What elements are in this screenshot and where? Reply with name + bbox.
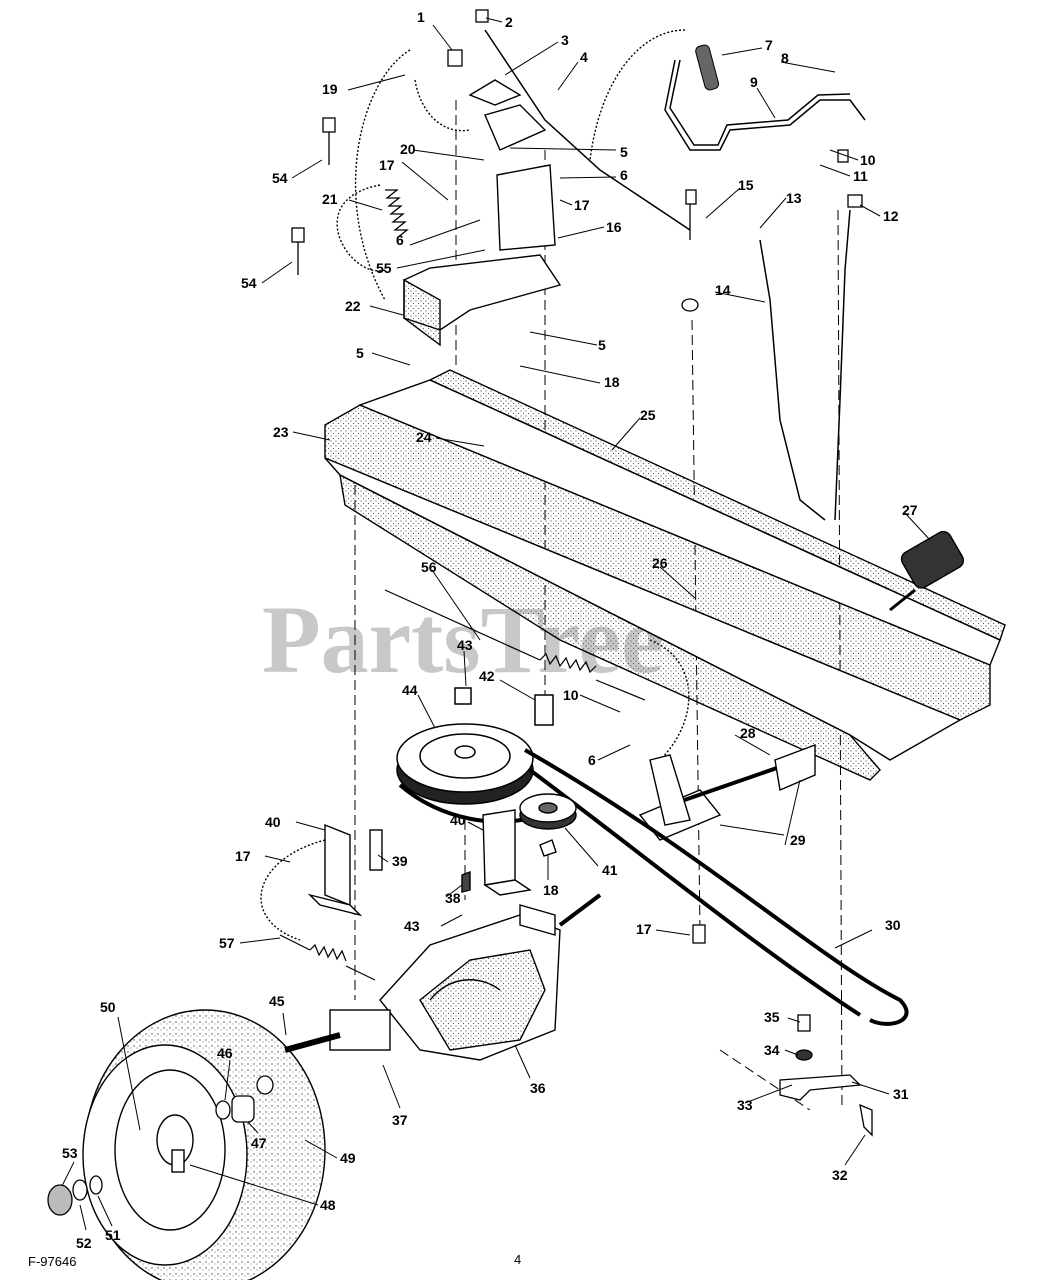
- callout-22: 22: [345, 298, 361, 314]
- callout-55: 55: [376, 260, 392, 276]
- callout-2: 2: [505, 14, 513, 30]
- callout-52: 52: [76, 1235, 92, 1251]
- callout-56: 56: [421, 559, 437, 575]
- callout-11: 11: [853, 168, 868, 184]
- page-number: 4: [514, 1252, 522, 1267]
- callout-6a: 6: [620, 167, 628, 183]
- callout-43b: 43: [404, 918, 420, 934]
- hub-hardware: [47, 1075, 274, 1216]
- callout-5c: 5: [356, 345, 364, 361]
- callout-43a: 43: [457, 637, 473, 653]
- callout-20: 20: [400, 141, 416, 157]
- pedal: [889, 530, 965, 612]
- rear-wheel: [82, 1009, 326, 1280]
- callout-46: 46: [217, 1045, 233, 1061]
- callout-24: 24: [416, 429, 432, 445]
- callout-34: 34: [764, 1042, 780, 1058]
- callout-30: 30: [885, 917, 901, 933]
- callout-1: 1: [417, 9, 425, 25]
- callout-26: 26: [652, 555, 668, 571]
- spring-56: [384, 589, 646, 701]
- callout-29: 29: [790, 832, 806, 848]
- callout-28: 28: [740, 725, 756, 741]
- callout-25: 25: [640, 407, 656, 423]
- transaxle: [284, 893, 602, 1061]
- callout-49: 49: [340, 1150, 356, 1166]
- callout-35: 35: [764, 1009, 780, 1025]
- callout-37: 37: [392, 1112, 408, 1128]
- callout-18a: 18: [604, 374, 620, 390]
- callout-13: 13: [786, 190, 802, 206]
- callout-4: 4: [580, 49, 588, 65]
- callout-48: 48: [320, 1197, 336, 1213]
- leader-lines: [61, 17, 931, 1231]
- callout-10a: 10: [860, 152, 876, 168]
- callout-38: 38: [445, 890, 461, 906]
- brake-linkage: [638, 743, 816, 841]
- callout-5a: 5: [620, 144, 628, 160]
- callout-40a: 40: [265, 814, 281, 830]
- callout-10b: 10: [563, 687, 579, 703]
- drive-pulley: [396, 687, 554, 805]
- callout-9: 9: [750, 74, 758, 90]
- callout-39: 39: [392, 853, 408, 869]
- callout-45: 45: [269, 993, 285, 1009]
- callout-54a: 54: [272, 170, 288, 186]
- callout-18b: 18: [543, 882, 559, 898]
- callout-44: 44: [402, 682, 418, 698]
- callout-17d: 17: [636, 921, 652, 937]
- callout-17c: 17: [235, 848, 251, 864]
- callout-31: 31: [893, 1086, 909, 1102]
- callout-42: 42: [479, 668, 495, 684]
- callout-50: 50: [100, 999, 116, 1015]
- idler-brackets: [307, 809, 532, 917]
- callout-54b: 54: [241, 275, 257, 291]
- callout-32: 32: [832, 1167, 848, 1183]
- callout-6b: 6: [396, 232, 404, 248]
- callout-17a: 17: [379, 157, 395, 173]
- upper-hardware: [291, 9, 863, 312]
- callout-33: 33: [737, 1097, 753, 1113]
- figure-code: F-97646: [28, 1254, 77, 1269]
- callout-3: 3: [561, 32, 569, 48]
- callout-53: 53: [62, 1145, 78, 1161]
- callout-12: 12: [883, 208, 899, 224]
- callout-6c: 6: [588, 752, 596, 768]
- callout-16: 16: [606, 219, 622, 235]
- callout-40b: 40: [450, 812, 466, 828]
- callout-labels: 1 2 3 4 5 5 5 5 6 6 6 7 8 9 10 10 11 12 …: [62, 9, 918, 1251]
- callout-14: 14: [715, 282, 731, 298]
- callout-19: 19: [322, 81, 338, 97]
- callout-41: 41: [602, 862, 618, 878]
- upper-bracket-assembly: [403, 79, 562, 347]
- callout-23: 23: [273, 424, 289, 440]
- frame-rail: [324, 369, 1006, 781]
- callout-17b: 17: [574, 197, 590, 213]
- brake-parts: [692, 924, 873, 1137]
- callout-51: 51: [105, 1227, 121, 1243]
- callout-47: 47: [251, 1135, 267, 1151]
- shift-knob: [695, 44, 720, 91]
- callout-21: 21: [322, 191, 338, 207]
- callout-36: 36: [530, 1080, 546, 1096]
- callout-7: 7: [765, 37, 773, 53]
- callout-5b: 5: [598, 337, 606, 353]
- callout-15: 15: [738, 177, 754, 193]
- spring-57: [279, 934, 376, 981]
- callout-8: 8: [781, 50, 789, 66]
- control-rods: [484, 29, 851, 521]
- idler-pulley: [519, 793, 577, 857]
- lever-rod: [664, 59, 866, 151]
- callout-27: 27: [902, 502, 918, 518]
- callout-57: 57: [219, 935, 235, 951]
